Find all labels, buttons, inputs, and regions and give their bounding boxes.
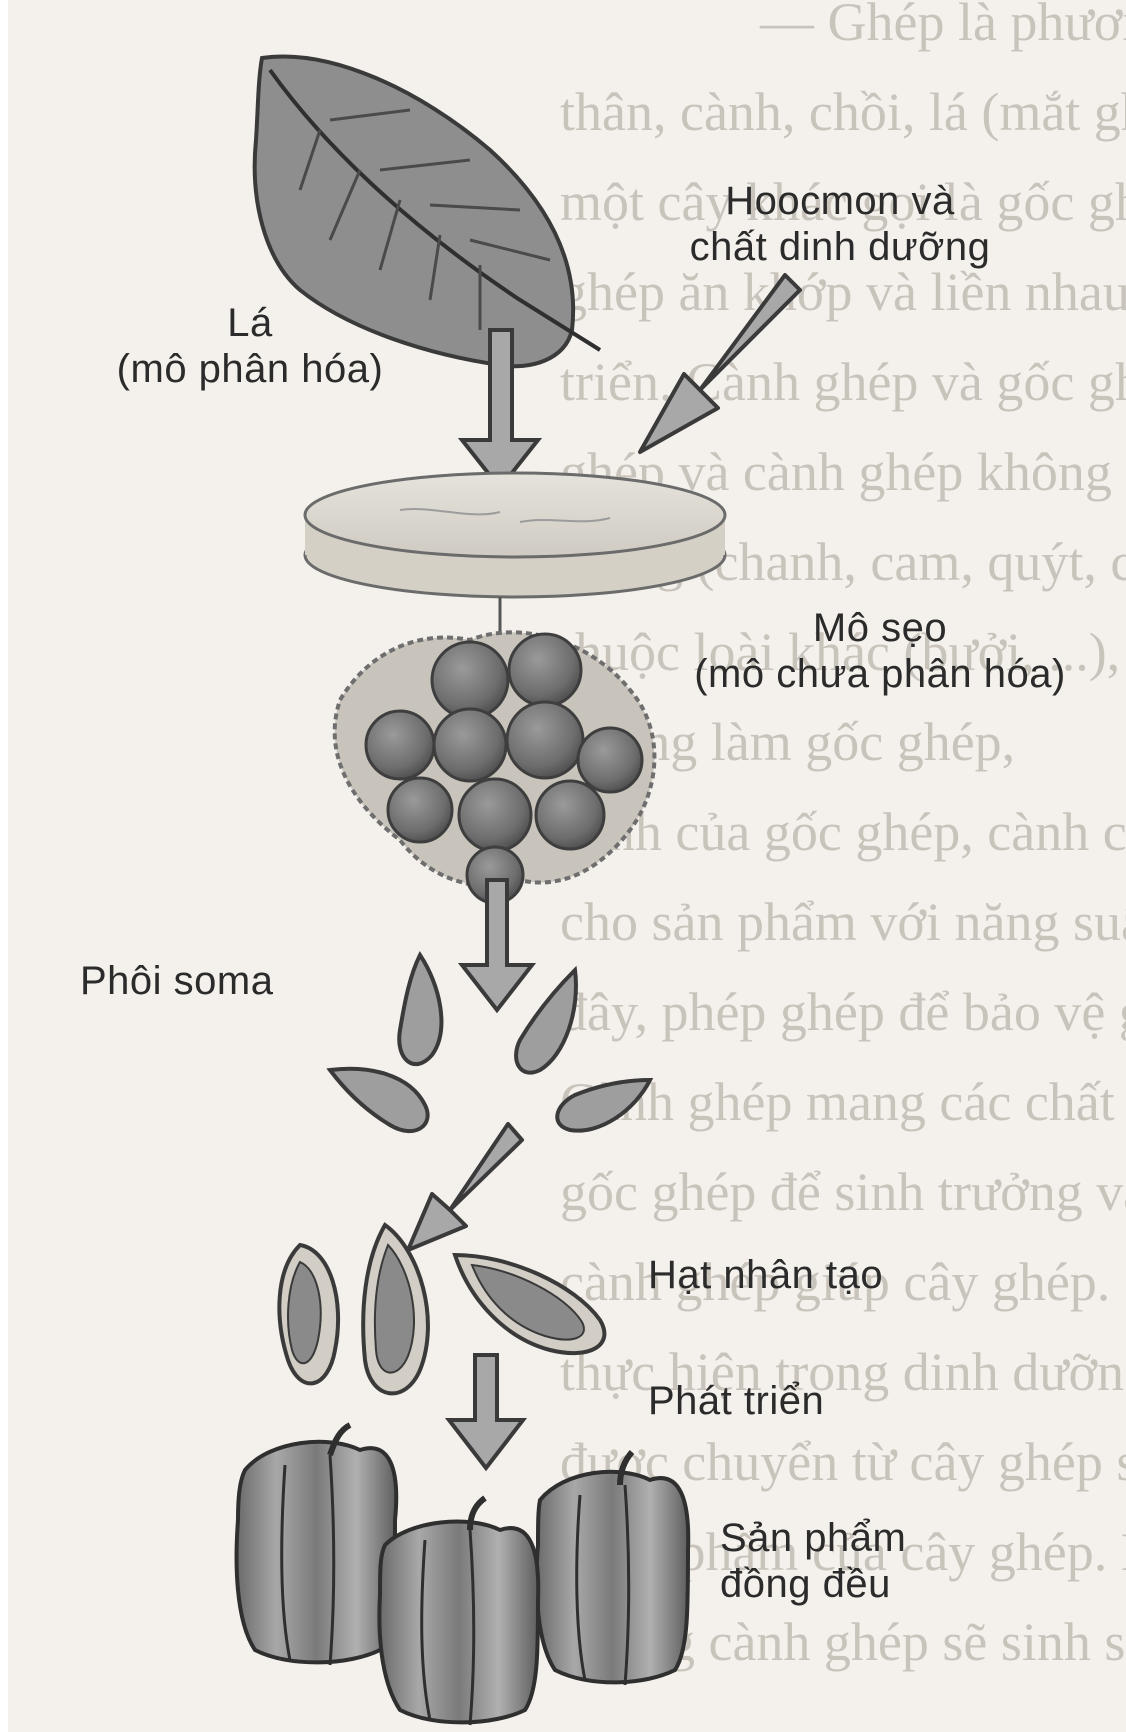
label-leaf-line2: (mô phân hóa) bbox=[85, 346, 415, 392]
background-text-line: cho sản phẩm với năng suất và ch bbox=[560, 892, 1126, 952]
label-hormone-line1: Hoocmon và bbox=[645, 178, 1035, 224]
label-hormone-line2: chất dinh dưỡng bbox=[645, 224, 1035, 270]
pepper-center bbox=[379, 1498, 538, 1725]
background-text-line: ghép ăn khớp và liền nhau, c bbox=[560, 262, 1126, 322]
pepper-left bbox=[237, 1425, 397, 1665]
label-somatic-embryo: Phôi soma bbox=[80, 958, 350, 1004]
label-callus: Mô sẹo (mô chưa phân hóa) bbox=[640, 605, 1120, 697]
label-callus-line1: Mô sẹo bbox=[640, 605, 1120, 651]
background-text-line: gốc ghép để sinh trưởng và phát t bbox=[560, 1162, 1126, 1222]
background-text-line: đây, phép ghép để bảo vệ gốc, bbox=[560, 982, 1126, 1042]
culture-medium-disk bbox=[305, 473, 725, 597]
label-product-line2: đồng đều bbox=[720, 1561, 1000, 1607]
label-artificial-seed: Hạt nhân tạo bbox=[648, 1252, 978, 1298]
label-hormone: Hoocmon và chất dinh dưỡng bbox=[645, 178, 1035, 270]
label-product: Sản phẩm đồng đều bbox=[720, 1515, 1000, 1607]
pepper-right bbox=[537, 1452, 689, 1685]
label-callus-line2: (mô chưa phân hóa) bbox=[640, 651, 1120, 697]
background-text-line: thân, cành, chồi, lá (mắt ghép) của bbox=[560, 82, 1126, 142]
label-grow: Phát triển bbox=[648, 1378, 948, 1424]
label-product-line1: Sản phẩm bbox=[720, 1515, 1000, 1561]
label-leaf: Lá (mô phân hóa) bbox=[85, 300, 415, 392]
background-text-line: — Ghép là phương pháp nhân gi bbox=[759, 0, 1126, 52]
background-text-line: triển. Cành ghép và gốc ghép có th bbox=[560, 352, 1126, 412]
label-leaf-line1: Lá bbox=[85, 300, 415, 346]
background-text-line: cành của gốc ghép, cành chịu rét bbox=[560, 802, 1126, 862]
